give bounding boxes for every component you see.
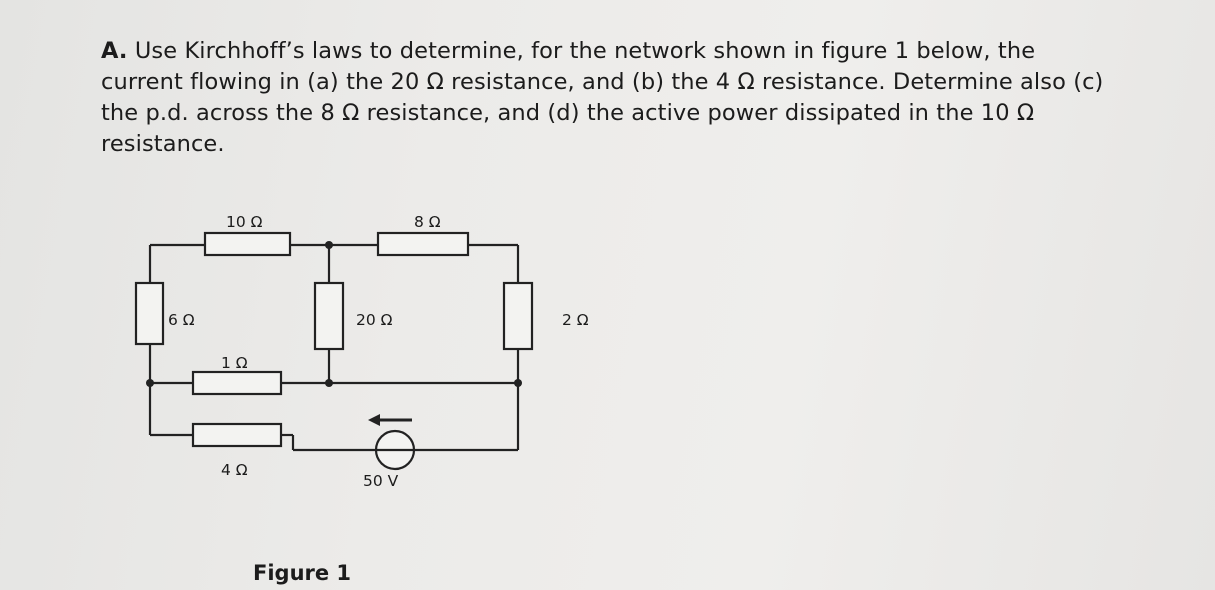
problem-line-2: current flowing in (a) the 20 Ω resistan… bbox=[101, 69, 1104, 95]
label-50-volt: 50 V bbox=[363, 472, 399, 490]
label-2-ohm: 2 Ω bbox=[562, 311, 589, 329]
junction-middle bbox=[325, 379, 333, 387]
resistor-1-ohm bbox=[191, 370, 283, 396]
resistor-2-ohm bbox=[502, 281, 534, 351]
junction-left bbox=[146, 379, 154, 387]
voltage-source-icon bbox=[368, 414, 416, 471]
resistor-8-ohm bbox=[376, 231, 470, 257]
question-label: A. bbox=[101, 38, 128, 64]
label-1-ohm: 1 Ω bbox=[221, 354, 248, 372]
problem-line-1: A. Use Kirchhoff’s laws to determine, fo… bbox=[101, 36, 1201, 67]
circuit-wires bbox=[148, 243, 520, 452]
problem-statement: A. Use Kirchhoff’s laws to determine, fo… bbox=[101, 36, 1201, 160]
problem-text-1: Use Kirchhoff’s laws to determine, for t… bbox=[134, 38, 1036, 64]
resistor-20-ohm bbox=[313, 281, 345, 351]
problem-line-3: the p.d. across the 8 Ω resistance, and … bbox=[101, 100, 1035, 126]
label-10-ohm: 10 Ω bbox=[226, 213, 263, 231]
label-4-ohm: 4 Ω bbox=[221, 461, 248, 479]
problem-line-4: resistance. bbox=[101, 131, 225, 157]
junction-right bbox=[514, 379, 522, 387]
resistor-10-ohm bbox=[203, 231, 292, 257]
resistor-6-ohm bbox=[134, 281, 165, 346]
label-20-ohm: 20 Ω bbox=[356, 311, 393, 329]
figure-caption: Figure 1 bbox=[253, 561, 352, 585]
label-8-ohm: 8 Ω bbox=[414, 213, 441, 231]
label-6-ohm: 6 Ω bbox=[168, 311, 195, 329]
resistor-4-ohm bbox=[191, 422, 283, 448]
junction-top bbox=[325, 241, 333, 249]
